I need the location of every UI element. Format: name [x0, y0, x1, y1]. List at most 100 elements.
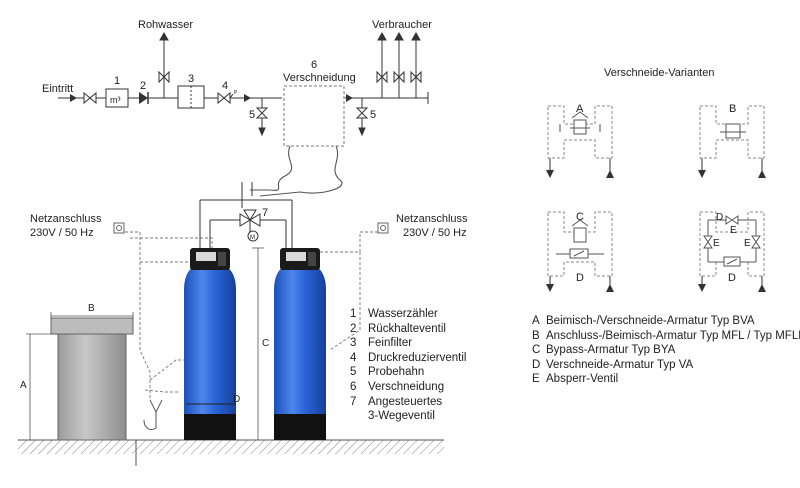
variant-de	[698, 211, 766, 292]
variant-legend: A Beimisch-/Verschneide-Armatur Typ BVA B…	[532, 314, 800, 387]
flow-arrow-icon	[346, 94, 353, 102]
variant-a	[546, 105, 614, 178]
marker-7: 7	[262, 207, 268, 219]
water-meter-icon	[105, 88, 129, 108]
variant-c-letter: C	[576, 211, 584, 223]
dim-b-label: B	[88, 303, 95, 314]
legend-num: 5	[350, 366, 357, 379]
flow-arrow-icon	[244, 94, 251, 102]
legend-row: B Anschluss-/Beimisch-Armatur Typ MFL / T…	[532, 329, 800, 344]
legend-text: Druckreduzierventil	[368, 351, 467, 364]
legend-text: Angesteuertes	[368, 395, 443, 408]
legend-text: Anschluss-/Beimisch-Armatur Typ MFL / Ty…	[546, 329, 800, 342]
marker-4: 4	[222, 80, 228, 92]
softener-tank-right	[274, 248, 326, 440]
variant-de-e-top: E	[730, 225, 737, 236]
legend-row: D Verschneide-Armatur Typ VA	[532, 358, 800, 373]
inlet-valve-icon	[83, 91, 97, 105]
meter-unit-label: m³	[110, 95, 121, 105]
three-way-valve-icon	[239, 209, 261, 242]
legend-num: 6	[350, 380, 357, 393]
netz-left-line1: Netzanschluss	[30, 213, 102, 225]
ground-hatch	[18, 440, 444, 454]
netz-right-line1: Netzanschluss	[396, 213, 468, 225]
legend-row: 4 Druckreduzierventil	[350, 351, 466, 366]
legend-row: 2 Rückhalteventil	[350, 322, 466, 337]
varianten-title: Verschneide-Varianten	[604, 67, 714, 79]
legend-letter: A	[532, 315, 540, 327]
legend-row-continued: 3-Wegeventil	[350, 409, 466, 424]
dimension-c	[252, 247, 264, 440]
legend-text: Beimisch-/Verschneide-Armatur Typ BVA	[546, 315, 755, 327]
legend-row: 7 Angesteuertes	[350, 395, 466, 410]
power-socket-left-icon	[113, 222, 125, 234]
variant-de-e-right: E	[744, 238, 751, 249]
marker-2: 2	[140, 80, 146, 92]
rohwasser-label: Rohwasser	[138, 19, 193, 31]
control-lines	[120, 231, 383, 400]
variant-de-d-top: D	[716, 212, 723, 223]
legend-letter: C	[532, 344, 541, 357]
valve-7-pipes	[199, 182, 293, 248]
legend-num: 7	[350, 395, 357, 408]
pressure-mark: P	[234, 90, 238, 96]
power-socket-right-icon	[377, 222, 389, 234]
legend-text: Verschneide-Armatur Typ VA	[546, 358, 694, 371]
legend-letter: B	[532, 329, 540, 342]
legend-letter: D	[532, 358, 541, 371]
marker-1: 1	[114, 75, 120, 87]
variant-c-d-letter: D	[576, 272, 584, 284]
dimension-a	[26, 333, 58, 440]
variant-c	[546, 211, 614, 292]
legend-row: 6 Verschneidung	[350, 380, 466, 395]
dim-c-label: C	[262, 338, 269, 349]
legend-text: Verschneidung	[368, 380, 445, 393]
rohwasser-branch	[158, 31, 170, 98]
fine-filter-icon	[177, 85, 205, 109]
variant-de-e-left: E	[713, 238, 720, 249]
legend-text: Feinfilter	[368, 337, 413, 350]
legend-row: E Absperr-Ventil	[532, 372, 800, 387]
verbraucher-label: Verbraucher	[372, 19, 432, 31]
drain-funnel-icon	[135, 399, 163, 466]
legend-row: A Beimisch-/Verschneide-Armatur Typ BVA	[532, 314, 800, 329]
consumer-outlets	[376, 31, 422, 98]
variant-de-d-letter: D	[728, 272, 736, 284]
legend-text: Wasserzähler	[368, 308, 438, 320]
pressure-reducer-icon	[217, 91, 234, 105]
variant-b-letter: B	[729, 103, 736, 115]
brine-tank	[50, 317, 134, 441]
marker-5-right: 5	[370, 109, 376, 121]
verschneidung-label: Verschneidung	[283, 72, 356, 84]
variant-b	[698, 105, 766, 178]
legend-letter: E	[532, 373, 540, 386]
inlet-arrow-icon	[70, 94, 77, 102]
legend-text: 3-Wegeventil	[368, 410, 435, 423]
legend-text: Probehahn	[368, 366, 425, 379]
verschneidung-number: 6	[311, 59, 317, 71]
marker-3: 3	[188, 73, 194, 85]
dim-d-label: D	[233, 394, 240, 405]
legend-text: Absperr-Ventil	[546, 373, 619, 386]
legend-num: 4	[350, 351, 357, 364]
variant-a-letter: A	[576, 103, 584, 115]
netz-left-line2: 230V / 50 Hz	[30, 227, 94, 239]
dim-a-label: A	[20, 380, 27, 391]
eintritt-label: Eintritt	[42, 83, 73, 95]
softener-tank-left	[184, 248, 236, 440]
netz-right-line2: 230V / 50 Hz	[403, 227, 467, 239]
hose-lines	[250, 145, 343, 197]
motor-mark: M	[250, 235, 255, 241]
legend-num: 2	[350, 322, 357, 335]
legend-text: Rückhalteventil	[368, 322, 446, 335]
legend-row: 3 Feinfilter	[350, 336, 466, 351]
check-valve-icon	[139, 92, 149, 104]
blending-box	[283, 85, 345, 147]
sample-valve-right-icon	[355, 98, 369, 137]
legend-row: 5 Probehahn	[350, 365, 466, 380]
legend-num: 3	[350, 337, 357, 350]
